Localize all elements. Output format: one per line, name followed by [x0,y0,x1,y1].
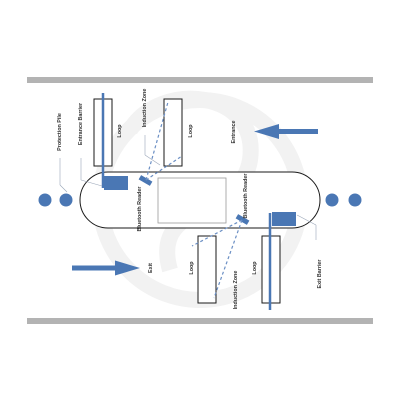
label-loop-exit-left: Loop [189,261,195,275]
induction-zone-top-beams [145,101,183,181]
label-bluetooth-reader-left-text: Bluetooth Reader [137,186,143,232]
leader-lines [59,135,317,240]
label-induction-zone-bottom: Induction Zone [233,271,239,310]
entrance-barrier-controller [104,176,128,190]
label-loop-entrance-right: Loop [188,124,194,138]
loop-entrance-right [163,98,183,167]
label-bluetooth-reader-left: Bluetooth Reader [137,186,143,232]
label-entrance: Entrance [231,120,237,143]
loop-exit-left [197,235,217,304]
label-induction-zone-top: Induction Zone [142,89,148,128]
guard-booth [157,177,227,224]
bluetooth-reader-right-device [235,214,250,225]
bluetooth-reader-left-device [138,175,153,186]
protection-piles-left [38,193,73,207]
circle-pile-icon [348,193,362,207]
label-exit: Exit [148,263,154,273]
label-loop-exit-right: Loop [252,261,258,275]
road-edge-top [27,77,373,83]
circle-pile-icon [59,193,73,207]
label-entrance-barrier: Entrance Barrier [78,102,84,145]
label-exit-barrier: Exit Barrier [317,259,323,289]
label-bluetooth-reader-right-text: Bluetooth Reader [243,173,249,219]
label-bluetooth-reader-right: Bluetooth Reader [243,173,249,219]
label-protection-pile: Protection Pile [57,113,63,151]
protection-piles-right [325,193,362,207]
exit-barrier-controller [272,212,296,226]
induction-zone-bottom-beams [191,219,243,299]
circle-pile-icon [38,193,52,207]
arrow-left-icon [254,124,318,139]
arrow-right-icon [72,260,140,276]
road-edge-bottom [27,318,373,324]
label-loop-entrance-left: Loop [117,124,123,138]
circle-pile-icon [325,193,339,207]
